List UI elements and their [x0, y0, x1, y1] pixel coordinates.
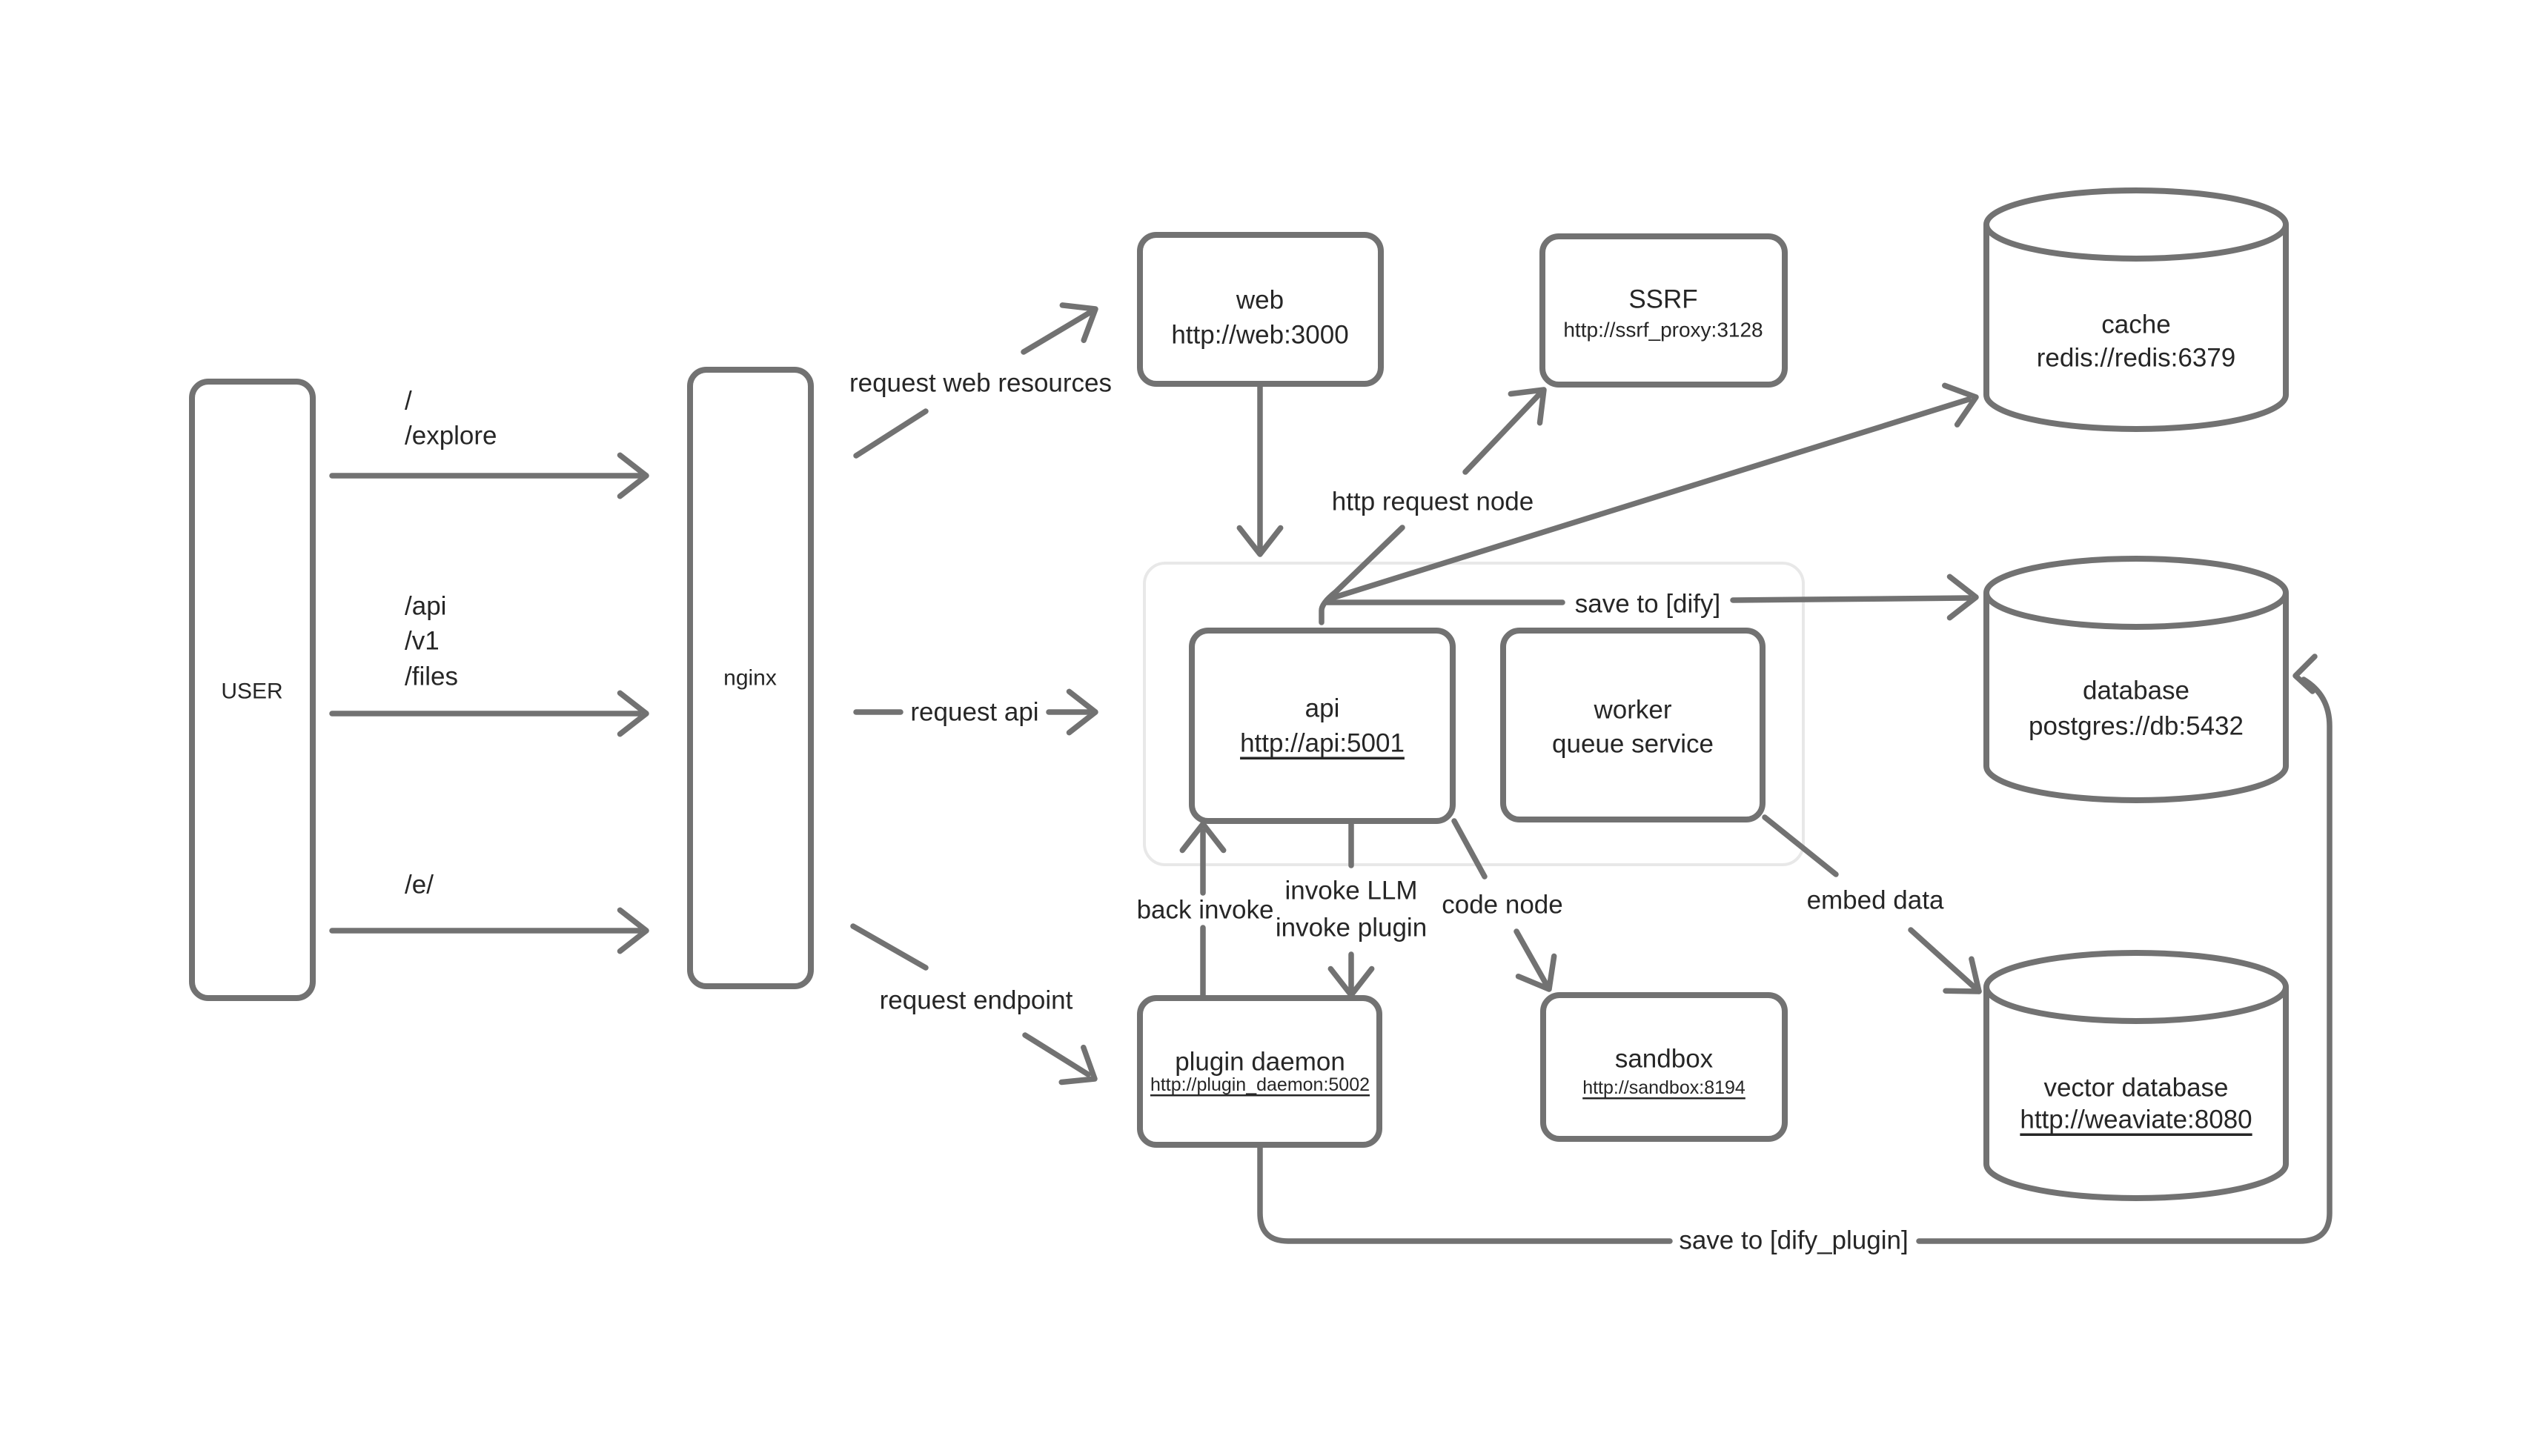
- svg-text:http://weaviate:8080: http://weaviate:8080: [2020, 1106, 2252, 1134]
- svg-text:save to [dify_plugin]: save to [dify_plugin]: [1679, 1226, 1908, 1255]
- svg-text:http://sandbox:8194: http://sandbox:8194: [1582, 1077, 1745, 1098]
- svg-text:http://plugin_daemon:5002: http://plugin_daemon:5002: [1150, 1074, 1370, 1095]
- svg-text:back invoke: back invoke: [1137, 896, 1274, 925]
- svg-text:invoke LLM: invoke LLM: [1285, 877, 1418, 905]
- svg-text:http://ssrf_proxy:3128: http://ssrf_proxy:3128: [1563, 319, 1763, 342]
- svg-text:cache: cache: [2101, 310, 2170, 339]
- svg-text:http request node: http request node: [1332, 488, 1534, 516]
- svg-text:save to [dify]: save to [dify]: [1575, 590, 1720, 619]
- svg-text:/: /: [405, 387, 412, 416]
- svg-text:invoke plugin: invoke plugin: [1276, 914, 1427, 943]
- svg-text:/e/: /e/: [405, 871, 434, 900]
- svg-text:/explore: /explore: [405, 422, 497, 451]
- svg-text:USER: USER: [221, 679, 282, 704]
- svg-text:postgres://db:5432: postgres://db:5432: [2029, 712, 2244, 741]
- svg-text:http://api:5001: http://api:5001: [1240, 729, 1405, 758]
- svg-text:worker: worker: [1593, 696, 1671, 725]
- svg-text:api: api: [1305, 694, 1340, 723]
- svg-text:vector database: vector database: [2043, 1074, 2228, 1103]
- svg-text:plugin daemon: plugin daemon: [1175, 1048, 1345, 1077]
- svg-text:queue service: queue service: [1552, 730, 1714, 759]
- svg-text:/files: /files: [405, 662, 458, 691]
- svg-text:http://web:3000: http://web:3000: [1171, 321, 1348, 350]
- svg-text:nginx: nginx: [723, 666, 777, 691]
- svg-text:SSRF: SSRF: [1628, 285, 1697, 314]
- svg-text:/api: /api: [405, 592, 446, 621]
- svg-text:/v1: /v1: [405, 627, 440, 656]
- svg-text:embed data: embed data: [1807, 886, 1944, 915]
- svg-text:code node: code node: [1442, 891, 1562, 920]
- svg-text:database: database: [2083, 677, 2189, 705]
- svg-text:request web resources: request web resources: [849, 369, 1112, 398]
- svg-text:redis://redis:6379: redis://redis:6379: [2037, 344, 2235, 373]
- svg-text:request endpoint: request endpoint: [880, 986, 1073, 1015]
- svg-text:sandbox: sandbox: [1615, 1045, 1714, 1074]
- svg-text:web: web: [1236, 286, 1284, 315]
- svg-text:request api: request api: [910, 698, 1038, 727]
